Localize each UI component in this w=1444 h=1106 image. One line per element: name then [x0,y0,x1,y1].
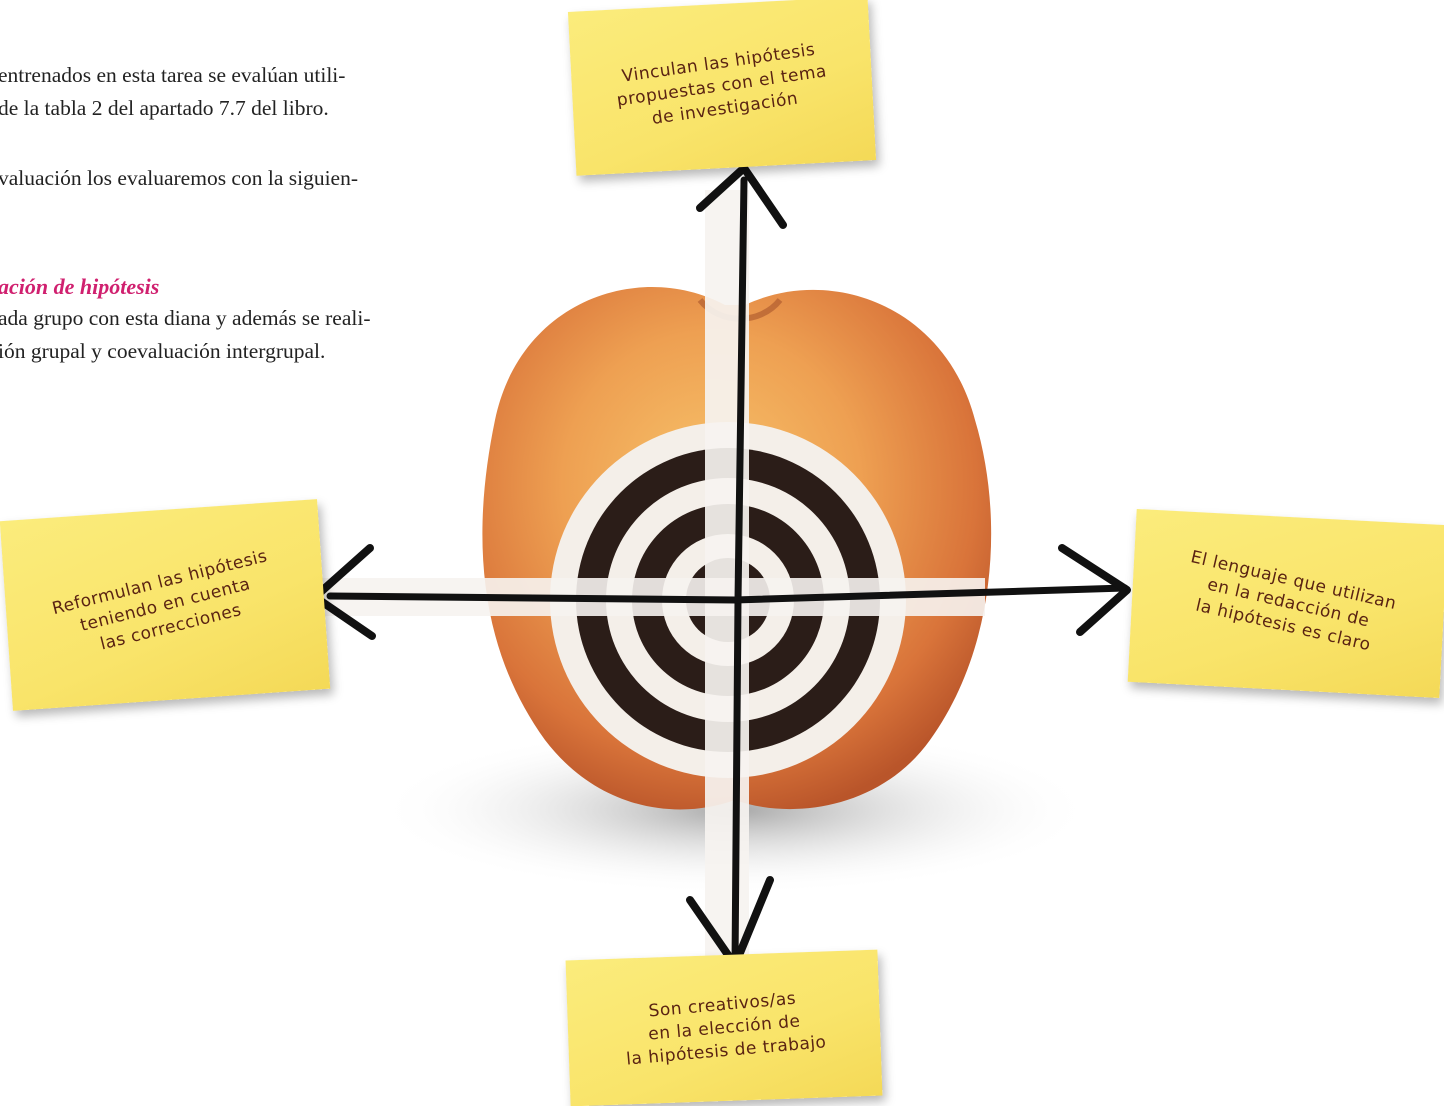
paragraph-1-line-1: entrenados en esta tarea se evalúan util… [0,63,346,87]
paragraph-3-line-1: ada grupo con esta diana y además se rea… [0,306,371,330]
sticky-note-right-text: El lenguaje que utilizan en la redacción… [1178,546,1399,661]
section-heading: ación de hipótesis [0,274,160,299]
paragraph-2-line-1: valuación los evaluaremos con la siguien… [0,166,359,190]
sticky-note-left: Reformulan las hipótesis teniendo en cue… [0,499,331,711]
sticky-note-bottom-text: Son creativos/as en la elección de la hi… [621,985,827,1071]
sticky-note-top-text: Vinculan las hipótesis propuestas con el… [612,37,831,135]
sticky-note-left-text: Reformulan las hipótesis teniendo en cue… [49,545,280,665]
paragraph-3-line-2: ión grupal y coevaluación intergrupal. [0,339,326,363]
paragraph-1-line-2: de la tabla 2 del apartado 7.7 del libro… [0,96,329,120]
sticky-note-bottom: Son creativos/as en la elección de la hi… [565,949,883,1106]
paragraph-2: valuación los evaluaremos con la siguien… [0,162,358,195]
paragraph-3: ada grupo con esta diana y además se rea… [0,302,371,368]
paragraph-1: entrenados en esta tarea se evalúan util… [0,59,345,125]
sticky-note-right: El lenguaje que utilizan en la redacción… [1127,508,1444,699]
sticky-note-top: Vinculan las hipótesis propuestas con el… [567,0,877,176]
